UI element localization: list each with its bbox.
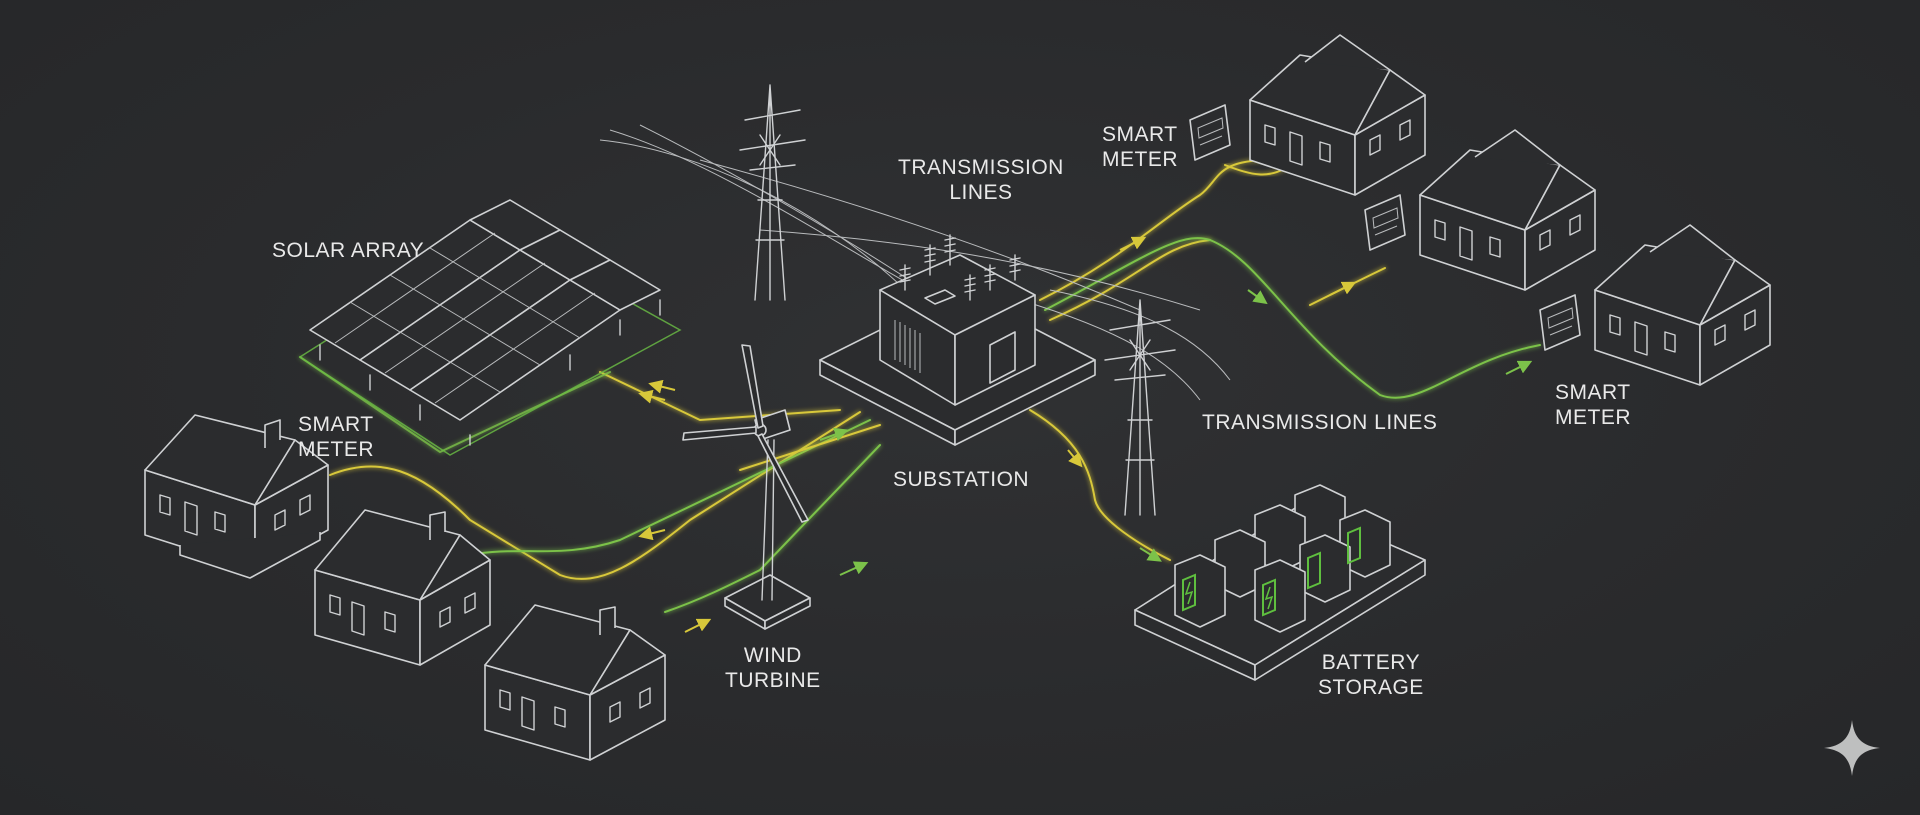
label-battery-storage-line1: BATTERY xyxy=(1321,651,1421,674)
solar-array xyxy=(298,199,682,456)
house-right-1 xyxy=(1249,34,1426,196)
label-wind-turbine-line1: WIND xyxy=(743,644,802,667)
label-smart-meter-left-line1: SMART xyxy=(298,413,374,436)
label-battery-storage: BATTERY STORAGE xyxy=(1318,650,1424,700)
label-transmission-lines-mid: TRANSMISSION LINES xyxy=(1202,410,1437,435)
house-left-3 xyxy=(484,604,666,761)
sparkle-icon xyxy=(1824,720,1880,776)
label-smart-meter-right-line1: SMART xyxy=(1555,381,1631,404)
label-transmission-lines-top-line1: TRANSMISSION xyxy=(898,156,1064,179)
transmission-tower-right xyxy=(1104,299,1176,516)
label-smart-meter-top-line1: SMART xyxy=(1102,123,1178,146)
smart-meter-mid xyxy=(1364,194,1406,251)
label-smart-meter-right-line2: METER xyxy=(1555,406,1631,429)
label-substation-text: SUBSTATION xyxy=(893,468,1030,491)
label-substation: SUBSTATION xyxy=(893,467,1029,492)
battery-storage xyxy=(1134,484,1426,681)
smart-meter-top xyxy=(1189,104,1231,161)
house-left-1 xyxy=(144,414,329,579)
power-flow-lines xyxy=(299,159,1541,613)
label-smart-meter-top: SMART METER xyxy=(1102,122,1178,172)
label-smart-meter-left-line2: METER xyxy=(298,438,374,461)
label-wind-turbine: WIND TURBINE xyxy=(725,643,821,693)
label-solar-array-text: SOLAR ARRAY xyxy=(272,239,425,262)
label-solar-array: SOLAR ARRAY xyxy=(272,238,424,263)
house-right-3 xyxy=(1594,224,1771,386)
label-smart-meter-left: SMART METER xyxy=(298,412,374,462)
label-battery-storage-line2: STORAGE xyxy=(1318,676,1424,699)
label-smart-meter-top-line2: METER xyxy=(1102,148,1178,171)
label-smart-meter-right: SMART METER xyxy=(1555,380,1631,430)
wind-turbine xyxy=(682,344,811,630)
flow-arrows xyxy=(638,236,1533,633)
label-transmission-lines-mid-text: TRANSMISSION LINES xyxy=(1202,411,1438,434)
label-transmission-lines-top-line2: LINES xyxy=(949,181,1013,204)
house-left-2 xyxy=(314,509,491,666)
house-right-2 xyxy=(1419,129,1596,291)
smart-meter-right xyxy=(1539,294,1581,351)
smart-meters xyxy=(1189,104,1581,351)
label-transmission-lines-top: TRANSMISSION LINES xyxy=(898,155,1064,205)
transmission-tower-left xyxy=(739,84,806,301)
houses xyxy=(144,34,1771,761)
substation xyxy=(819,234,1096,446)
label-wind-turbine-line2: TURBINE xyxy=(725,669,821,692)
